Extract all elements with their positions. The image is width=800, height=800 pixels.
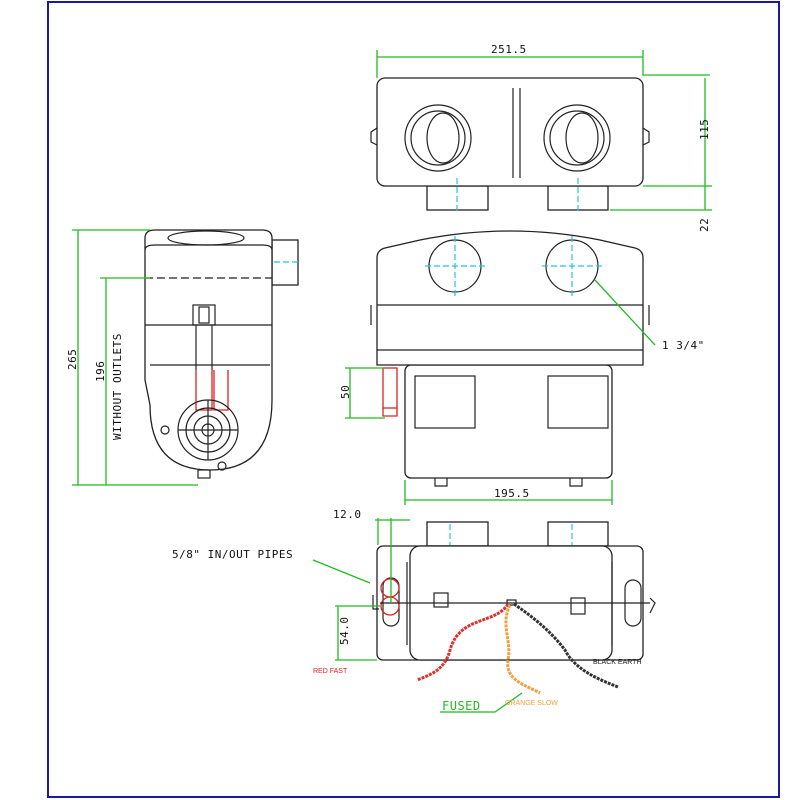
fused-label: FUSED xyxy=(442,699,481,713)
dim-height-top: 115 xyxy=(698,119,711,140)
dim-width-lower: 195.5 xyxy=(494,487,530,500)
dim-outlet-diameter: 1 3/4" xyxy=(662,339,705,352)
dim-outlet-depth: 22 xyxy=(698,218,711,232)
front-view: 1 3/4" 50 195.5 xyxy=(339,230,705,505)
drawing-border xyxy=(47,1,780,798)
side-view: 265 196 WITHOUT OUTLETS xyxy=(66,229,300,486)
without-outlets-label: WITHOUT OUTLETS xyxy=(111,333,124,440)
dim-total-height: 265 xyxy=(66,349,79,370)
top-view: 251.5 115 22 xyxy=(370,43,712,232)
dim-width-top: 251.5 xyxy=(491,43,527,56)
dim-pipe-spacing: 54.0 xyxy=(338,617,351,646)
orange-wire-label: ORANGE SLOW xyxy=(505,700,558,707)
dim-height-without-outlets: 196 xyxy=(94,361,107,382)
black-wire-label: BLACK EARTH xyxy=(593,659,642,666)
dim-pipe-offset: 12.0 xyxy=(333,508,362,521)
red-wire-label: RED FAST xyxy=(313,668,348,675)
pipes-label: 5/8" IN/OUT PIPES xyxy=(172,548,293,561)
bottom-view: 12.0 54.0 5/8" IN/OUT PIPES RED FAST BLA… xyxy=(172,508,656,713)
dim-pipe-height: 50 xyxy=(339,385,352,399)
